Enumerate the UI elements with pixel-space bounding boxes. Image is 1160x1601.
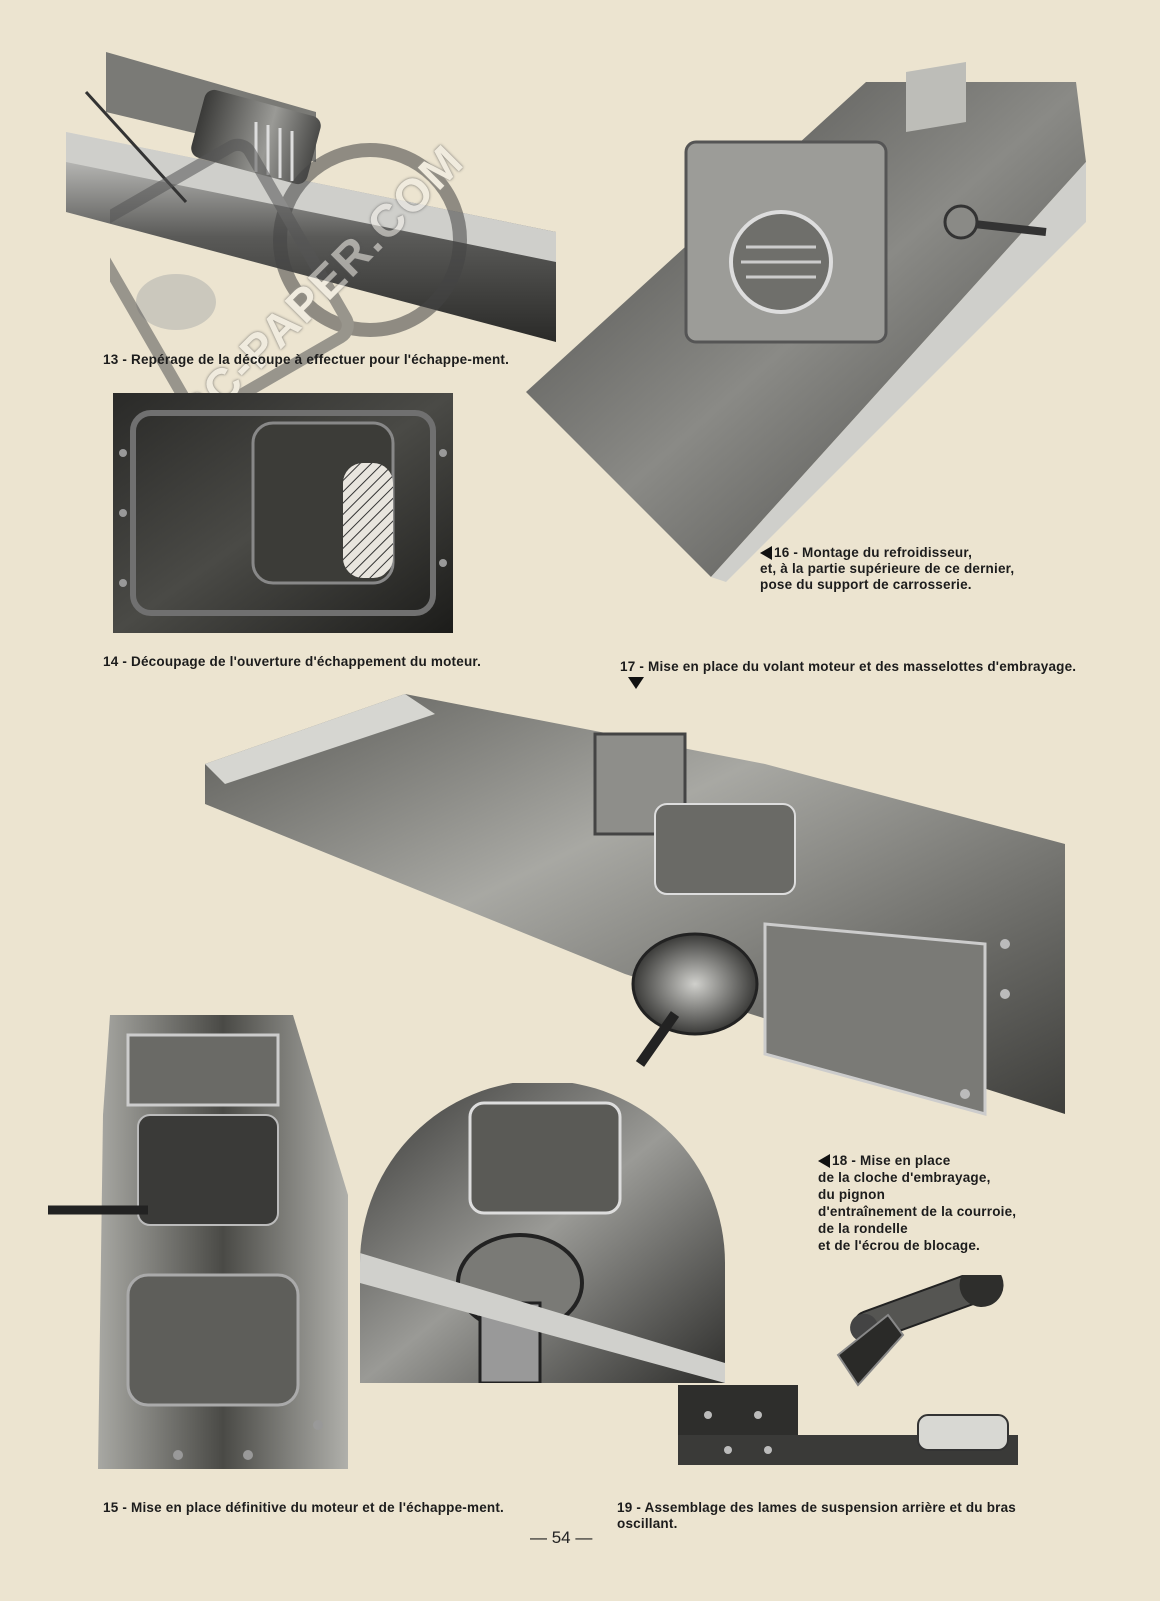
caption-16-line-3: pose du support de carrosserie.: [760, 577, 972, 592]
caption-16-line-1: 16 - Montage du refroidisseur,: [774, 545, 973, 560]
caption-18-line-5: de la rondelle: [818, 1221, 908, 1236]
caption-18-line-6: et de l'écrou de blocage.: [818, 1238, 981, 1253]
caption-16: 16 - Montage du refroidisseur, et, à la …: [760, 545, 1014, 593]
caption-16-line-2: et, à la partie supérieure de ce dernier…: [760, 561, 1015, 576]
photo-17: [205, 694, 1065, 1116]
caption-17: 17 - Mise en place du volant moteur et d…: [620, 659, 1080, 691]
caption-18-line-3: du pignon: [818, 1187, 886, 1202]
caption-13: 13 - Repérage de la découpe à effectuer …: [103, 352, 510, 367]
photo-15: [48, 1015, 348, 1469]
triangle-left-icon: [818, 1154, 830, 1169]
photo-13: [66, 52, 556, 342]
photo-16: [526, 62, 1086, 582]
caption-14: 14 - Découpage de l'ouverture d'échappem…: [103, 654, 482, 669]
triangle-down-icon: [628, 677, 644, 690]
triangle-left-icon: [760, 546, 772, 561]
caption-18-line-2: de la cloche d'embrayage,: [818, 1170, 991, 1185]
caption-15: 15 - Mise en place définitive du moteur …: [103, 1500, 505, 1515]
photo-19: [678, 1275, 1018, 1465]
photo-14: [113, 393, 453, 633]
caption-19: 19 - Assemblage des lames de suspension …: [617, 1500, 1017, 1531]
caption-18: 18 - Mise en place de la cloche d'embray…: [818, 1152, 1016, 1254]
photo-18: [360, 1083, 725, 1383]
caption-17-text: 17 - Mise en place du volant moteur et d…: [620, 659, 1077, 674]
page-number: — 54 —: [530, 1528, 593, 1547]
caption-18-line-1: 18 - Mise en place: [832, 1153, 951, 1168]
caption-18-line-4: d'entraînement de la courroie,: [818, 1204, 1017, 1219]
